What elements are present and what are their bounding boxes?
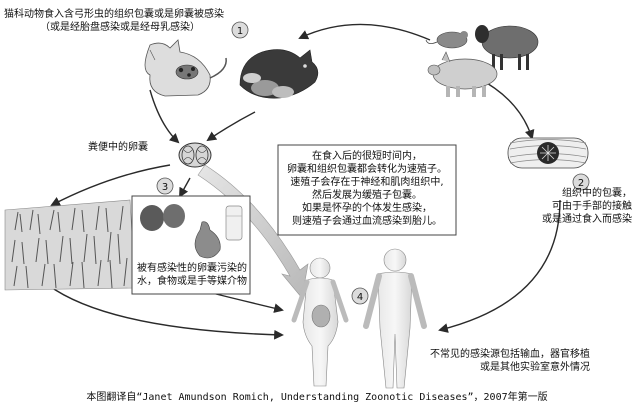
cat-host-label: 猫科动物食入含弓形虫的组织包囊或是卵囊被感染 （或是经胎盘感染或是经母乳感染） — [4, 8, 224, 34]
arrow-food-to-human — [207, 291, 284, 313]
arrow-oocyst-to-crops — [50, 164, 171, 206]
contaminated-food-illustration — [140, 204, 243, 259]
conversion-line2: 卵囊和组织包囊都会转化为速殖子。 — [287, 164, 447, 175]
step-1-marker: 1 — [231, 21, 249, 39]
mouse-illustration — [425, 31, 468, 49]
conversion-line1: 在食入后的很短时间内， — [312, 151, 422, 162]
step-2-marker: 2 — [572, 173, 590, 191]
step-4-number: 4 — [357, 292, 363, 303]
step-3-number: 3 — [162, 182, 168, 193]
step-2-number: 2 — [578, 178, 584, 189]
step-1-number: 1 — [237, 26, 243, 37]
pig-illustration — [427, 51, 498, 97]
arrow-animals-to-cat — [298, 23, 431, 41]
tissue-cyst-illustration — [507, 137, 589, 169]
pregnant-woman-illustration — [291, 257, 349, 387]
arrow-cat-host-to-oocyst — [149, 89, 180, 144]
man-illustration — [363, 248, 427, 389]
arrow-tissue-cyst-to-human — [438, 199, 561, 333]
rare-routes-line1: 不常见的感染源包括输血，器官移植 — [430, 349, 590, 360]
caption-prefix: 本图翻译自 — [86, 392, 137, 403]
rare-routes-line2: 或是其他实验室意外情况 — [480, 362, 590, 373]
rare-routes-label: 不常见的感染源包括输血，器官移植 或是其他实验室意外情况 — [410, 348, 590, 374]
infected-cat-illustration — [144, 39, 227, 97]
cat-host-label-line1: 猫科动物食入含弓形虫的组织包囊或是卵囊被感染 — [4, 9, 224, 20]
oocyst-illustration — [178, 142, 212, 168]
contamination-label-line1: 被有感染性的卵囊污染的 — [137, 263, 247, 274]
conversion-line6: 则速殖子会通过血流感染到胎儿。 — [292, 216, 442, 227]
conversion-line3: 速殖子会存在于神经和肌肉组织中, — [290, 177, 444, 188]
tissue-cyst-label: 组织中的包囊， 可由于手部的接触 或是通过食入而感染 — [524, 187, 632, 226]
tissue-cyst-label-line1: 组织中的包囊， — [562, 188, 632, 199]
caption-suffix: 年第一版 — [507, 392, 548, 403]
conversion-info-text: 在食入后的很短时间内， 卵囊和组织包囊都会转化为速殖子。 速殖子会存在于神经和肌… — [282, 150, 452, 228]
conversion-info-box — [277, 144, 457, 236]
arrow-cat-to-oocyst — [206, 111, 256, 142]
caption-source: “Janet Amundson Romich, Understanding Zo… — [136, 392, 508, 403]
contamination-label-line2: 水，食物或是手等媒介物 — [137, 276, 247, 287]
conversion-line4: 然后发展为缓殖子包囊。 — [312, 190, 422, 201]
step-4-marker: 4 — [351, 287, 369, 305]
tissue-cyst-label-line2: 可由于手部的接触 — [552, 201, 632, 212]
intermediate-hosts-illustration — [425, 25, 539, 97]
source-caption: 本图翻译自“Janet Amundson Romich, Understandi… — [0, 388, 634, 403]
sheep-illustration — [475, 25, 539, 70]
arrow-oocyst-to-food — [179, 177, 191, 198]
oocyst-feces-label: 粪便中的卵囊 — [88, 142, 148, 153]
contamination-label: 被有感染性的卵囊污染的 水，食物或是手等媒介物 — [137, 262, 247, 288]
tissue-cyst-label-line3: 或是通过食入而感染 — [542, 214, 632, 225]
arrow-animals-to-tissue-cyst — [477, 77, 535, 140]
cat-host-label-line2: （或是经胎盘感染或是经母乳感染） — [40, 22, 200, 33]
conversion-line5: 如果是怀孕的个体发生感染， — [302, 203, 432, 214]
step-3-marker: 3 — [156, 177, 174, 195]
arrow-crops-to-human — [47, 284, 284, 340]
cat-with-kittens-illustration — [239, 49, 319, 99]
vegetable-field-illustration — [4, 199, 136, 291]
